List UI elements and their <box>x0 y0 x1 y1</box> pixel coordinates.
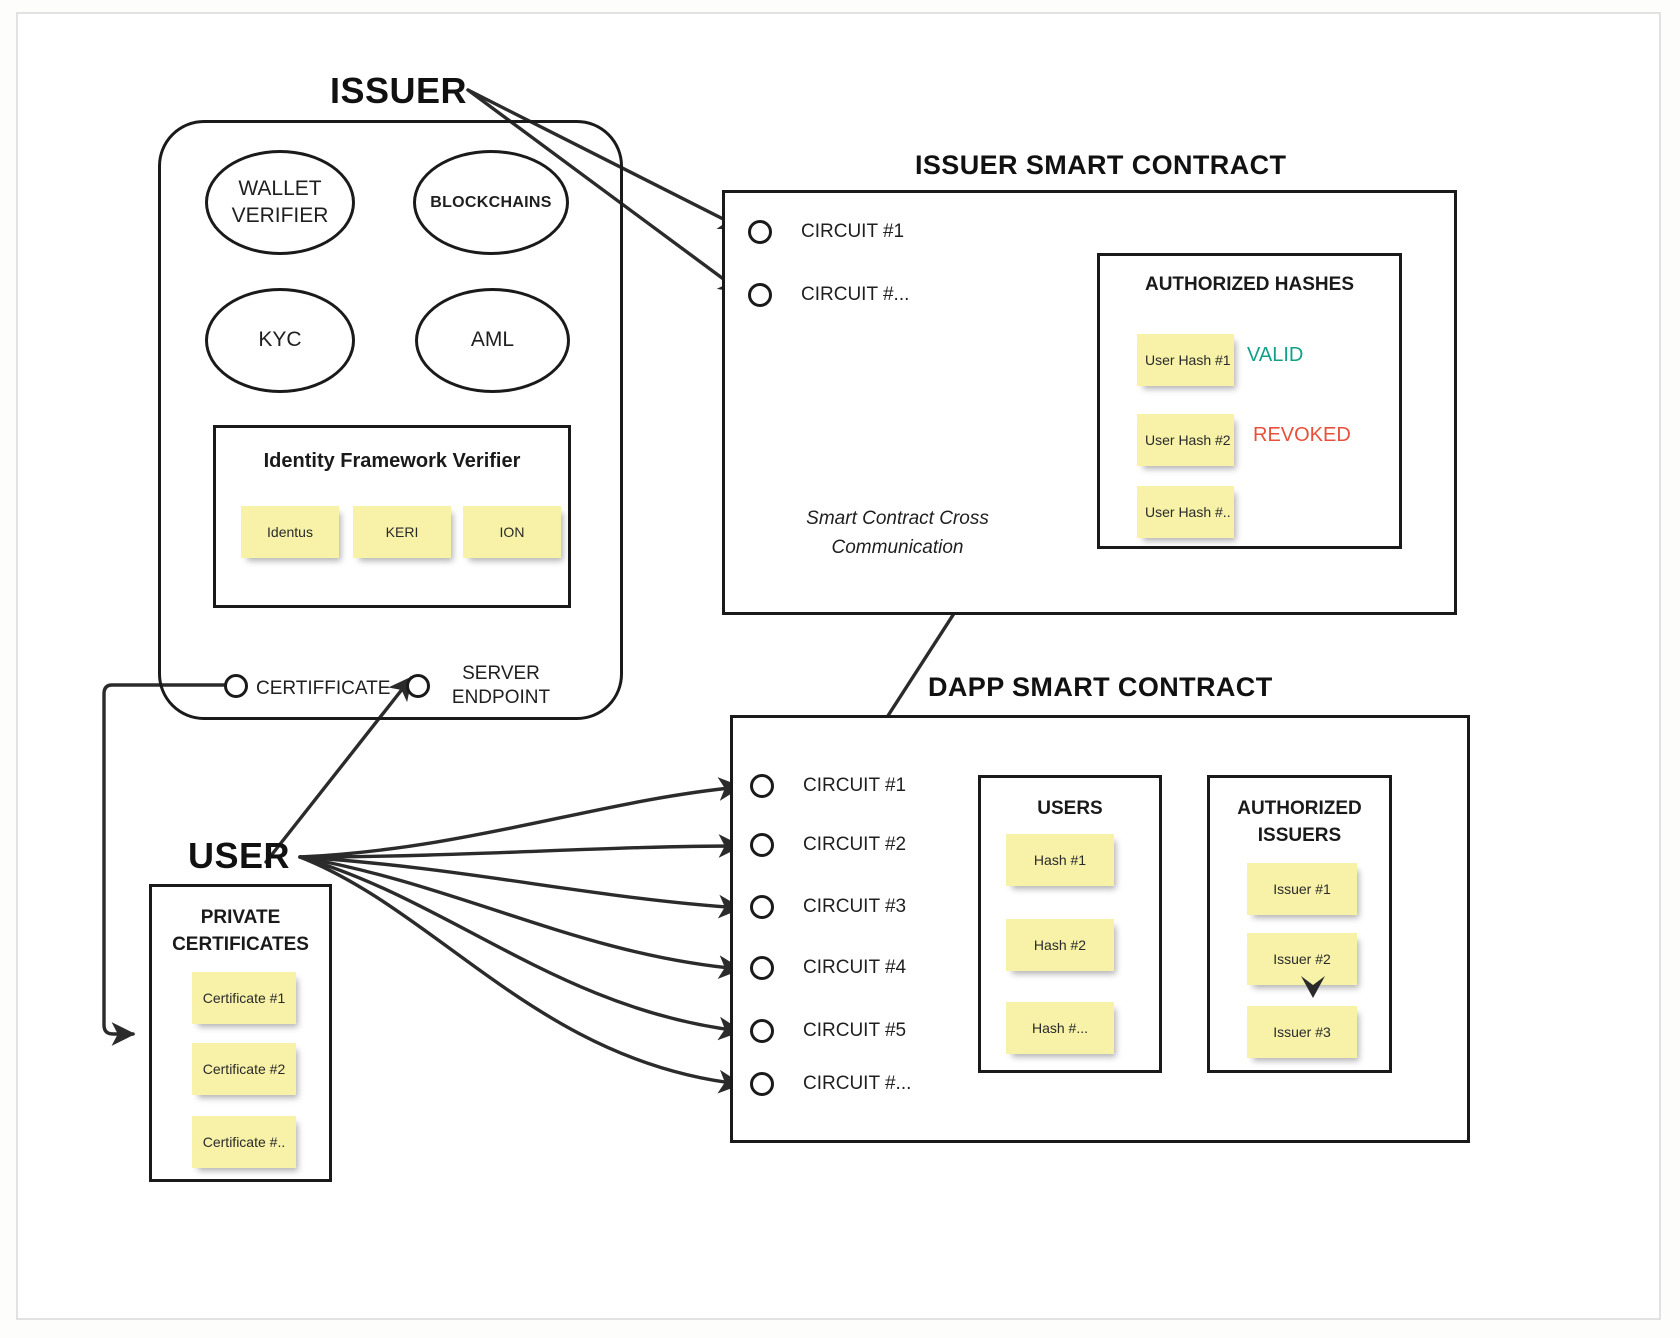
user-hash-note-3[interactable]: User Hash #.. <box>1137 486 1234 538</box>
note-label: Certificate #1 <box>202 990 286 1006</box>
issuer-capability-kyc[interactable]: KYC <box>205 288 355 393</box>
note-label: Certificate #.. <box>202 1134 286 1150</box>
issuer-capability-blockchains[interactable]: BLOCKCHAINS <box>413 150 569 255</box>
server-endpoint-dot[interactable] <box>406 674 430 698</box>
issuer-capability-aml[interactable]: AML <box>415 288 570 393</box>
note-label: Issuer #2 <box>1273 951 1331 967</box>
dapp-circuit-row-5[interactable]: CIRCUIT #5 <box>750 1019 906 1043</box>
user-hash-note-2[interactable]: User Hash #2 <box>1137 414 1234 466</box>
private-certificates-title: PRIVATE CERTIFICATES <box>172 907 309 955</box>
authorized-hashes-box: AUTHORIZED HASHES User Hash #1 VALID Use… <box>1097 253 1402 549</box>
note-label: Hash #2 <box>1033 937 1087 953</box>
circuit-dot-icon[interactable] <box>750 1072 774 1096</box>
framework-note-identus[interactable]: Identus <box>241 506 339 558</box>
note-label: ION <box>499 524 525 540</box>
issuer-circuit-row-2[interactable]: CIRCUIT #... <box>748 283 909 307</box>
private-certificate-item-2[interactable]: Certificate #2 <box>192 1043 296 1095</box>
circuit-label: CIRCUIT #2 <box>803 834 907 855</box>
note-label: User Hash #2 <box>1145 432 1231 448</box>
issuer-label: ISSUER <box>330 70 468 111</box>
users-box: USERS Hash #1 Hash #2 Hash #... <box>978 775 1162 1073</box>
circuit-dot-icon[interactable] <box>748 283 772 307</box>
note-label: User Hash #1 <box>1145 352 1231 368</box>
circuit-label: CIRCUIT #1 <box>801 221 905 242</box>
capability-label: WALLET VERIFIER <box>231 177 329 227</box>
note-label: KERI <box>385 524 419 540</box>
capability-label: AML <box>470 328 515 352</box>
note-label: Issuer #3 <box>1273 1024 1331 1040</box>
capability-label: KYC <box>258 328 302 352</box>
user-hash-item-2[interactable]: Hash #2 <box>1006 919 1114 971</box>
circuit-dot-icon[interactable] <box>750 833 774 857</box>
circuit-dot-icon[interactable] <box>748 220 772 244</box>
dapp-circuit-row-6[interactable]: CIRCUIT #... <box>750 1072 911 1096</box>
circuit-label: CIRCUIT #4 <box>803 957 907 978</box>
note-label: Issuer #1 <box>1273 881 1331 897</box>
circuit-dot-icon[interactable] <box>750 895 774 919</box>
authorized-issuer-item-1[interactable]: Issuer #1 <box>1247 863 1357 915</box>
note-label: Identus <box>267 524 313 540</box>
identity-framework-verifier-box: Identity Framework Verifier Identus KERI… <box>213 425 571 608</box>
dapp-circuit-row-2[interactable]: CIRCUIT #2 <box>750 833 906 857</box>
user-hash-item-3[interactable]: Hash #... <box>1006 1002 1114 1054</box>
issuer-container <box>158 120 623 720</box>
authorized-issuers-box: AUTHORIZED ISSUERS Issuer #1 Issuer #2 I… <box>1207 775 1392 1073</box>
note-label: User Hash #.. <box>1145 504 1231 520</box>
authorized-issuer-item-2[interactable]: Issuer #2 <box>1247 933 1357 985</box>
issuer-circuit-row-1[interactable]: CIRCUIT #1 <box>748 220 904 244</box>
issuer-capability-wallet-verifier[interactable]: WALLET VERIFIER <box>205 150 355 255</box>
authorized-hashes-title: AUTHORIZED HASHES <box>1144 274 1354 295</box>
authorized-issuer-item-3[interactable]: Issuer #3 <box>1247 1006 1357 1058</box>
circuit-label: CIRCUIT #1 <box>803 775 907 796</box>
authorized-issuers-title: AUTHORIZED ISSUERS <box>1237 798 1362 846</box>
note-label: Hash #... <box>1031 1020 1089 1036</box>
dapp-circuit-row-1[interactable]: CIRCUIT #1 <box>750 774 906 798</box>
user-hash-note-1[interactable]: User Hash #1 <box>1137 334 1234 386</box>
dapp-circuit-row-3[interactable]: CIRCUIT #3 <box>750 895 906 919</box>
certificate-endpoint-dot[interactable] <box>224 674 248 698</box>
circuit-dot-icon[interactable] <box>750 1019 774 1043</box>
note-label: Certificate #2 <box>202 1061 286 1077</box>
circuit-label: CIRCUIT #... <box>803 1073 912 1094</box>
circuit-dot-icon[interactable] <box>750 774 774 798</box>
user-hash-item-1[interactable]: Hash #1 <box>1006 834 1114 886</box>
status-badge-valid: VALID <box>1247 344 1304 366</box>
circuit-label: CIRCUIT #5 <box>803 1020 907 1041</box>
dapp-smart-contract-title: DAPP SMART CONTRACT <box>928 672 1273 702</box>
private-certificate-item-1[interactable]: Certificate #1 <box>192 972 296 1024</box>
cross-communication-note: Smart Contract Cross Communication <box>806 508 989 558</box>
circuit-label: CIRCUIT #3 <box>803 896 907 917</box>
circuit-label: CIRCUIT #... <box>801 284 910 305</box>
note-label: Hash #1 <box>1033 852 1087 868</box>
framework-note-ion[interactable]: ION <box>463 506 561 558</box>
status-badge-revoked: REVOKED <box>1253 424 1351 446</box>
issuer-smart-contract-title: ISSUER SMART CONTRACT <box>915 150 1287 180</box>
framework-note-keri[interactable]: KERI <box>353 506 451 558</box>
identity-framework-verifier-title: Identity Framework Verifier <box>263 450 521 472</box>
server-endpoint-label: SERVER ENDPOINT <box>451 663 551 708</box>
private-certificate-item-3[interactable]: Certificate #.. <box>192 1116 296 1168</box>
circuit-dot-icon[interactable] <box>750 956 774 980</box>
certificate-endpoint-label: CERTIFFICATE <box>256 678 391 699</box>
users-title: USERS <box>1037 798 1103 819</box>
dapp-circuit-row-4[interactable]: CIRCUIT #4 <box>750 956 906 980</box>
user-label: USER <box>188 835 291 876</box>
private-certificates-box: PRIVATE CERTIFICATES Certificate #1 Cert… <box>149 884 332 1182</box>
capability-label: BLOCKCHAINS <box>430 193 552 211</box>
chevron-down-icon <box>1301 976 1325 998</box>
